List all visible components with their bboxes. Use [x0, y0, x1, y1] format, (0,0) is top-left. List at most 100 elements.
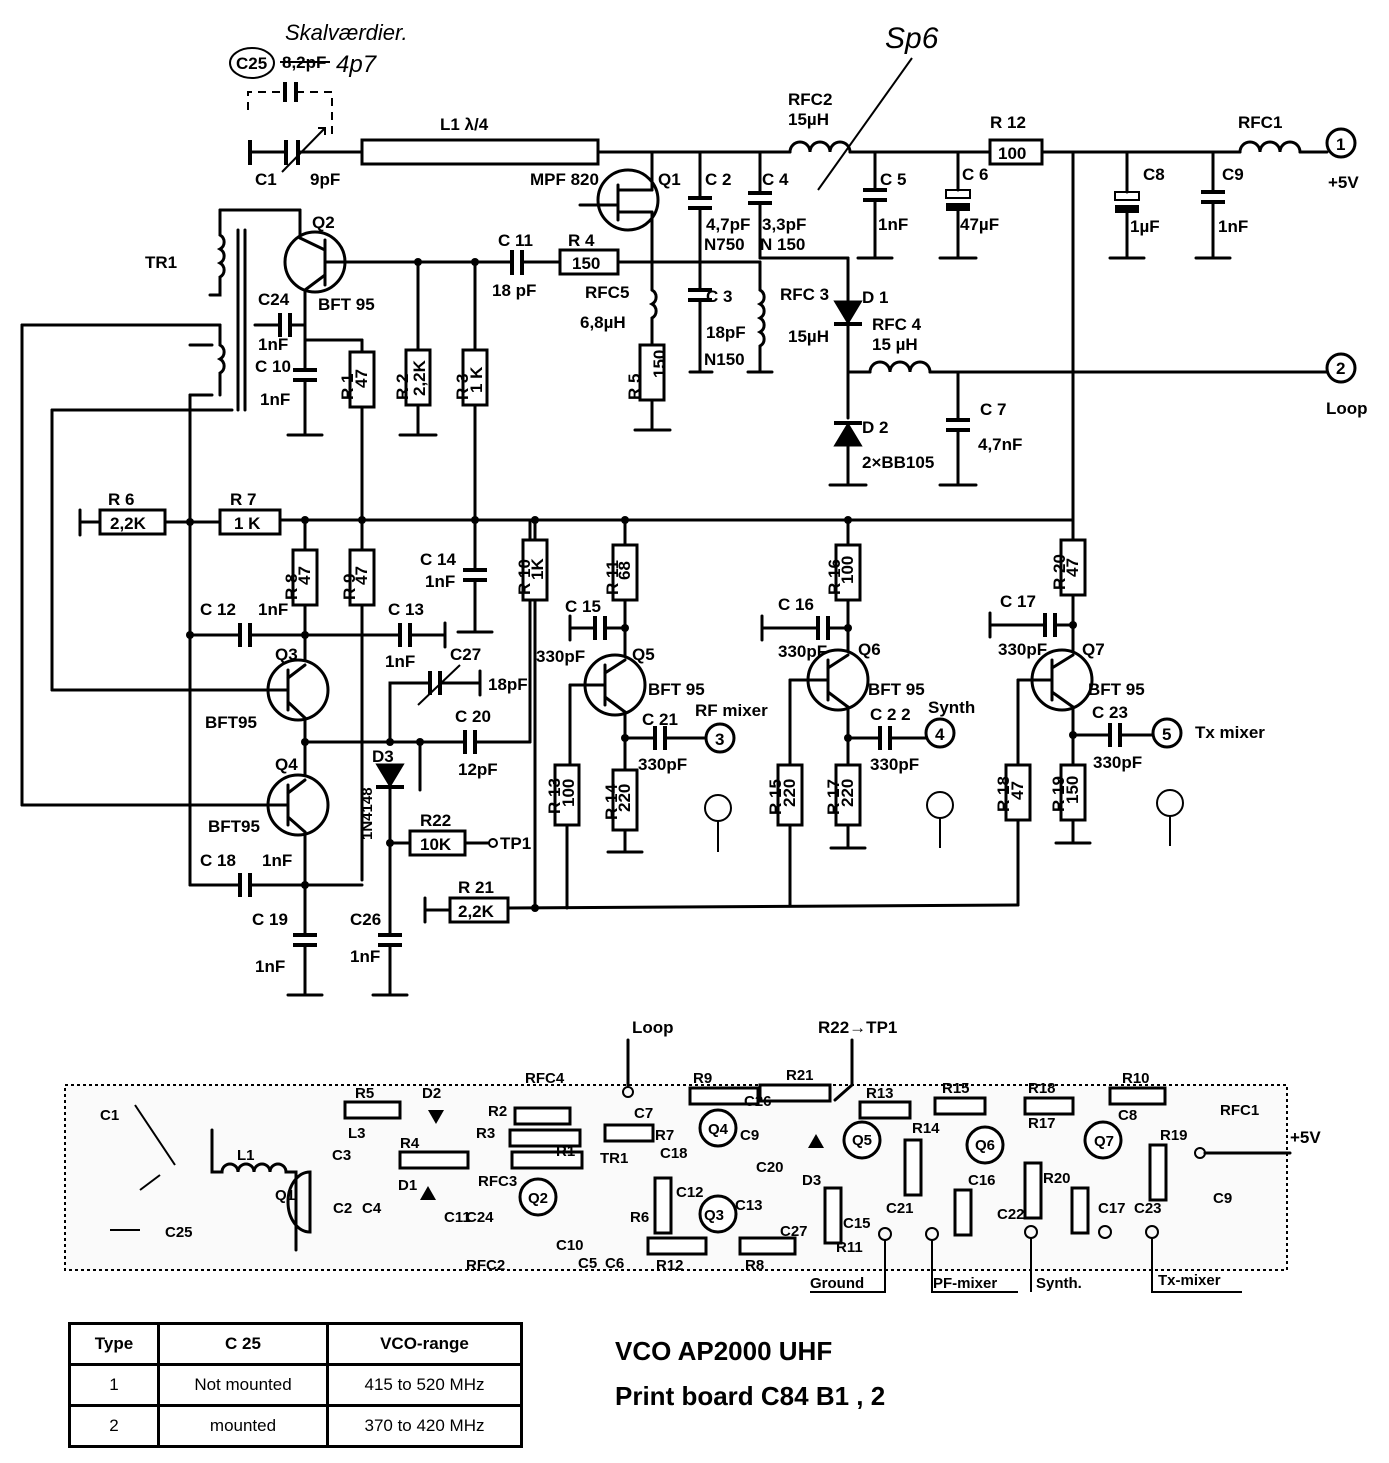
pcb-component-label: R7: [655, 1127, 674, 1144]
d2-label: D 2: [862, 418, 888, 437]
r3-value: 1 K: [467, 366, 486, 393]
pcb-component-label: R15: [942, 1080, 970, 1097]
q2-type: BFT 95: [318, 295, 375, 314]
q3-type: BFT95: [205, 713, 257, 732]
r11-value: 68: [615, 561, 634, 580]
pcb-component-label: Q4: [708, 1121, 729, 1138]
pcb-component-label: R14: [912, 1120, 940, 1137]
r6-label: R 6: [108, 490, 134, 509]
rfc3-label: RFC 3: [780, 285, 829, 304]
pcb-component-label: TR1: [600, 1150, 628, 1167]
c9-label: C9: [1222, 165, 1244, 184]
q6-type: BFT 95: [868, 680, 925, 699]
pcb-component-label: RFC2: [466, 1257, 505, 1274]
pcb-component-label: C17: [1098, 1200, 1126, 1217]
pcb-component-label: C18: [660, 1145, 688, 1162]
r2-value: 2,2K: [410, 359, 429, 396]
table-header-vco-range: VCO-range: [326, 1322, 523, 1366]
table-cell: 415 to 520 MHz: [326, 1363, 523, 1407]
c25-new-value: 4p7: [336, 51, 378, 78]
rfc5-value: 6,8µH: [580, 313, 626, 332]
c13-value: 1nF: [385, 652, 415, 671]
c14-label: C 14: [420, 550, 456, 569]
q5-label: Q5: [632, 645, 655, 664]
pcb-component-label: RFC1: [1220, 1102, 1259, 1119]
pcb-component-label: R2: [488, 1103, 507, 1120]
c26-value: 1nF: [350, 947, 380, 966]
pcb-component-label: L3: [348, 1125, 366, 1142]
q5-type: BFT 95: [648, 680, 705, 699]
c23-label: C 23: [1092, 703, 1128, 722]
connector-2-number: 2: [1336, 359, 1345, 378]
c23-value: 330pF: [1093, 753, 1142, 772]
connector-3-label: RF mixer: [695, 701, 768, 720]
c5-value: 1nF: [878, 215, 908, 234]
r6-value: 2,2K: [110, 514, 147, 533]
pcb-component-label: C11: [444, 1209, 471, 1226]
pcb-component-label: Q1: [275, 1187, 295, 1204]
r3-label: R 3: [453, 374, 472, 400]
rfc4-value: 15 µH: [872, 335, 918, 354]
connector-5-label: Tx mixer: [1195, 723, 1265, 742]
c9-value: 1nF: [1218, 217, 1248, 236]
pcb-component-label: C10: [556, 1237, 584, 1254]
pcb-component-label: Q5: [852, 1132, 872, 1149]
c6-value: 47µF: [960, 215, 999, 234]
r5-label: R 5: [625, 374, 644, 400]
c27-value: 18pF: [488, 675, 528, 694]
r18-value: 47: [1008, 781, 1027, 800]
r12-label: R 12: [990, 113, 1026, 132]
r7-label: R 7: [230, 490, 256, 509]
c19-label: C 19: [252, 910, 288, 929]
pcb-component-label: D1: [398, 1177, 417, 1194]
r17-label: R 17: [824, 779, 843, 815]
tp1-label: TP1: [500, 834, 531, 853]
pcb-component-label: RFC3: [478, 1173, 517, 1190]
q4-type: BFT95: [208, 817, 260, 836]
pcb-component-label: R4: [400, 1135, 420, 1152]
pcb-layout: Loop R22→TP1 +5V: [64, 1018, 1321, 1293]
pcb-component-label: C9: [740, 1127, 759, 1144]
c4-type: N 150: [760, 235, 805, 254]
pcb-component-label: R1: [556, 1143, 575, 1160]
r7-value: 1 K: [234, 514, 261, 533]
r14-label: R 14: [602, 784, 621, 820]
pcb-component-label: D3: [802, 1172, 821, 1189]
pcb-component-label: R3: [476, 1125, 495, 1142]
r11-label: R 11: [603, 560, 622, 595]
c8-value: 1µF: [1130, 217, 1160, 236]
c15-value: 330pF: [536, 647, 585, 666]
r15-value: 220: [780, 779, 799, 807]
pcb-component-label: R12: [656, 1257, 684, 1274]
c24-label: C24: [258, 290, 290, 309]
pcb-component-label: R5: [355, 1085, 374, 1102]
pcb-component-label: Q7: [1094, 1133, 1114, 1150]
r8-label: R 8: [282, 574, 301, 600]
pcb-component-label: R21: [786, 1067, 814, 1084]
c19-value: 1nF: [255, 957, 285, 976]
c13-label: C 13: [388, 600, 424, 619]
c14-value: 1nF: [425, 572, 455, 591]
r15-label: R 15: [766, 779, 785, 815]
c12-value: 1nF: [258, 600, 288, 619]
table-cell: 1: [68, 1363, 160, 1407]
pcb-component-label: C20: [756, 1159, 784, 1176]
pcb-component-label: R8: [745, 1257, 764, 1274]
pcb-component-label: D2: [422, 1085, 441, 1102]
table-cell: Not mounted: [157, 1363, 329, 1407]
r2-label: R 2: [393, 374, 412, 400]
d3-label: D3: [372, 747, 394, 766]
pcb-ground-label: Ground: [810, 1275, 864, 1292]
pcb-component-label: R10: [1122, 1070, 1150, 1087]
c11-value: 18 pF: [492, 281, 536, 300]
d2-type: 2×BB105: [862, 453, 934, 472]
pcb-component-label: C23: [1134, 1200, 1162, 1217]
connector-1-number: 1: [1336, 135, 1345, 154]
table-cell: 370 to 420 MHz: [326, 1404, 523, 1448]
c4-value: 3,3pF: [762, 215, 806, 234]
pcb-component-label: R20: [1043, 1170, 1071, 1187]
pcb-component-label: C26: [744, 1093, 772, 1110]
pcb-component-label: C12: [676, 1184, 704, 1201]
r22-label: R22: [420, 811, 451, 830]
q6-label: Q6: [858, 640, 881, 659]
